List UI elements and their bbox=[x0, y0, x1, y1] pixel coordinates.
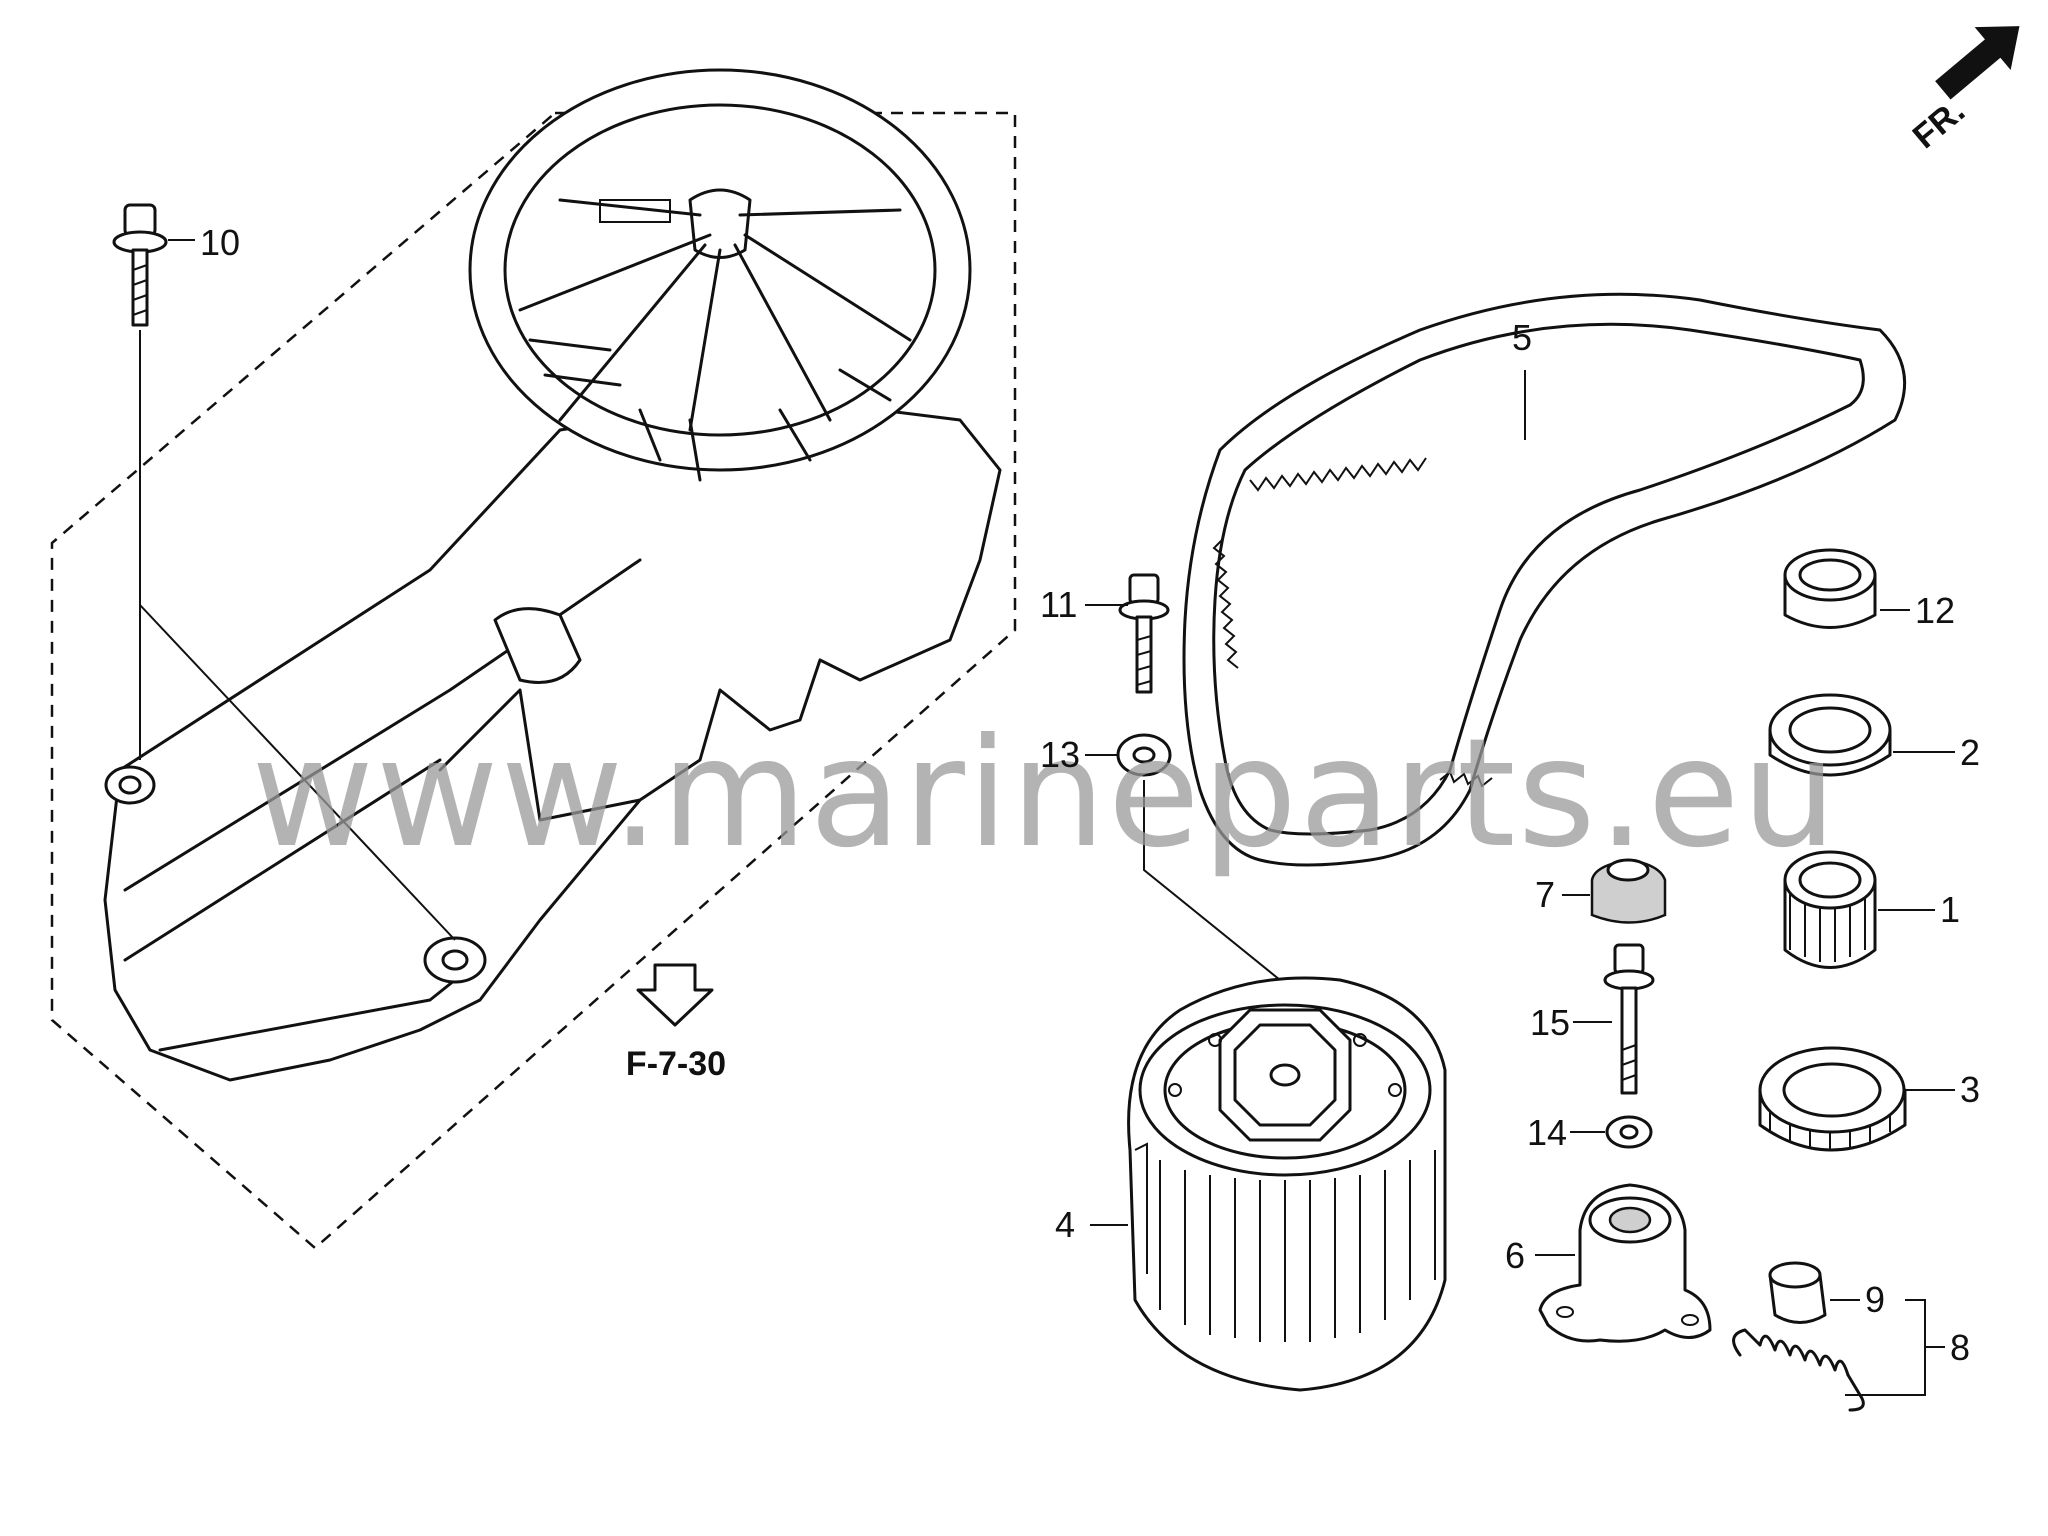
seal-12 bbox=[1783, 548, 1877, 629]
cap-7 bbox=[1590, 858, 1667, 924]
assembly-boundary bbox=[50, 111, 1017, 1250]
timing-belt bbox=[1182, 292, 1907, 867]
watermark: www.marineparts.eu bbox=[251, 707, 1839, 881]
spring-8 bbox=[1732, 1328, 1865, 1412]
gear-3 bbox=[1758, 1046, 1907, 1152]
front-direction-arrow bbox=[1935, 26, 2020, 100]
washer-13 bbox=[1116, 733, 1172, 777]
callout-2: 2 bbox=[1960, 732, 1980, 773]
sleeve-9 bbox=[1768, 1261, 1827, 1324]
tensioner-bracket-6 bbox=[1538, 1183, 1712, 1343]
callout-1: 1 bbox=[1940, 889, 1960, 930]
callout-13: 13 bbox=[1040, 734, 1080, 775]
callout-6: 6 bbox=[1505, 1235, 1525, 1276]
callout-15: 15 bbox=[1530, 1002, 1570, 1043]
callout-7: 7 bbox=[1535, 874, 1555, 915]
callout-5: 5 bbox=[1512, 317, 1532, 358]
reference-arrow bbox=[636, 963, 714, 1027]
reference-label: F-7-30 bbox=[626, 1045, 726, 1083]
callout-4: 4 bbox=[1055, 1204, 1075, 1245]
bolt-15 bbox=[1603, 943, 1655, 1095]
callout-10: 10 bbox=[200, 222, 240, 263]
washer-14 bbox=[1605, 1115, 1653, 1149]
callout-3: 3 bbox=[1960, 1069, 1980, 1110]
callout-9: 9 bbox=[1865, 1279, 1885, 1320]
gear-1 bbox=[1783, 850, 1877, 969]
bolt-11 bbox=[1118, 573, 1170, 694]
direction-label: FR. bbox=[1906, 92, 1972, 156]
callout-12: 12 bbox=[1915, 590, 1955, 631]
callout-11: 11 bbox=[1040, 584, 1077, 625]
callout-8: 8 bbox=[1950, 1327, 1970, 1368]
belt-cover-housing bbox=[103, 68, 1002, 1082]
callout-14: 14 bbox=[1527, 1112, 1567, 1153]
pulley-4 bbox=[1127, 976, 1447, 1392]
ring-2 bbox=[1768, 693, 1892, 777]
bolt-10 bbox=[112, 203, 168, 327]
